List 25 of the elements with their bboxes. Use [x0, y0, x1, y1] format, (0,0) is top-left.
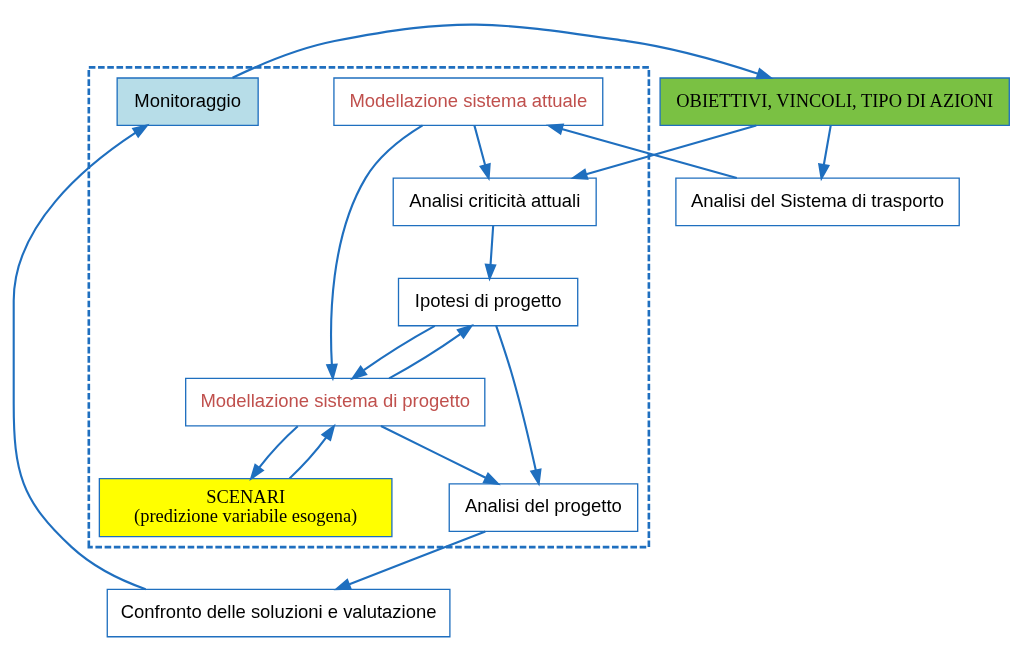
node-box: SCENARI (predizione variabile esogena): [98, 477, 393, 537]
arrow: [325, 124, 424, 381]
arrow: [545, 122, 738, 179]
arrow: [484, 225, 497, 281]
arrow: [388, 323, 474, 379]
node-box: Ipotesi di progetto: [397, 277, 579, 326]
node-box: Monitoraggio: [116, 76, 259, 126]
arrow: [232, 23, 774, 79]
node-box: Confronto delle soluzioni e valutazione: [106, 588, 451, 637]
node-box: Analisi del progetto: [448, 482, 639, 532]
cluster: [87, 65, 651, 548]
arrow: [817, 124, 832, 181]
arrow: [495, 325, 542, 487]
arrow: [380, 424, 501, 485]
arrow: [350, 324, 436, 380]
arrow: [570, 124, 757, 180]
arrow: [473, 124, 491, 181]
arrow: [288, 423, 336, 479]
node-box: Modellazione sistema attuale: [333, 76, 604, 126]
node-box: Analisi del Sistema di trasporto: [675, 177, 960, 226]
node-box: OBIETTIVI, VINCOLI, TIPO DI AZIONI: [659, 76, 1010, 126]
node-box: Modellazione sistema di progetto: [185, 377, 486, 427]
arrow: [249, 425, 299, 481]
node-box: Analisi criticità attuali: [392, 177, 597, 226]
arrow: [12, 123, 150, 590]
